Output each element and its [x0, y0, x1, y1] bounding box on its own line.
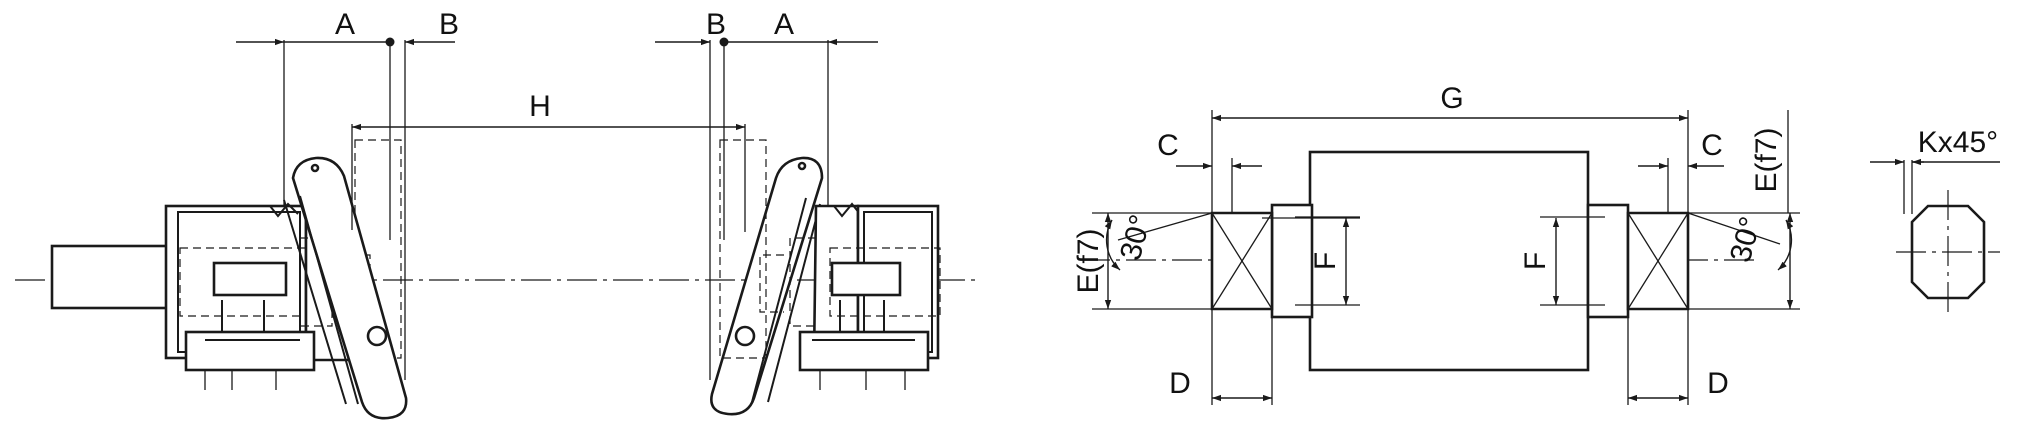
right-motor-window [830, 261, 902, 297]
roller-body [1308, 150, 1590, 372]
label-angle-left: 30° [1114, 211, 1158, 263]
right-lever-arm [710, 156, 824, 416]
label-angle-right: 30° [1724, 213, 1768, 265]
left-label-b: B [439, 8, 459, 41]
label-c-right: C [1701, 129, 1723, 162]
dimension-h: H [352, 90, 745, 131]
label-d-left: D [1169, 367, 1191, 400]
left-lever-arm [291, 156, 408, 420]
right-pivot-pin [734, 325, 756, 347]
angle-left [1104, 219, 1121, 271]
label-f-left: F [1309, 252, 1342, 270]
left-shaft-stub [50, 244, 172, 310]
label-e-right: E(f7) [1750, 127, 1783, 192]
right-label-a: A [774, 8, 794, 41]
right-base [798, 330, 930, 372]
angle-right [1777, 219, 1794, 271]
roller-right-step [1586, 203, 1630, 319]
label-f-right: F [1519, 252, 1552, 270]
label-h: H [529, 90, 551, 123]
left-housing-notch [269, 202, 299, 218]
left-clutch-assembly: A B [15, 8, 980, 420]
left-label-a: A [335, 8, 355, 41]
left-pivot-pin [366, 325, 388, 347]
label-c-left: C [1157, 129, 1179, 162]
left-base [184, 330, 316, 372]
label-g: G [1440, 82, 1463, 115]
right-label-b: B [706, 8, 726, 41]
right-clutch-assembly: B A [655, 8, 941, 416]
roller-left-step [1270, 203, 1314, 319]
roller-view: G C C D D F F E(f7) E(f7) 30° 30° [1072, 82, 1800, 405]
left-motor-window [212, 261, 288, 297]
label-d-right: D [1707, 367, 1729, 400]
label-e-left: E(f7) [1072, 228, 1105, 293]
end-view: Kx45° [1870, 126, 2000, 316]
label-k-chamfer: Kx45° [1918, 126, 1998, 159]
